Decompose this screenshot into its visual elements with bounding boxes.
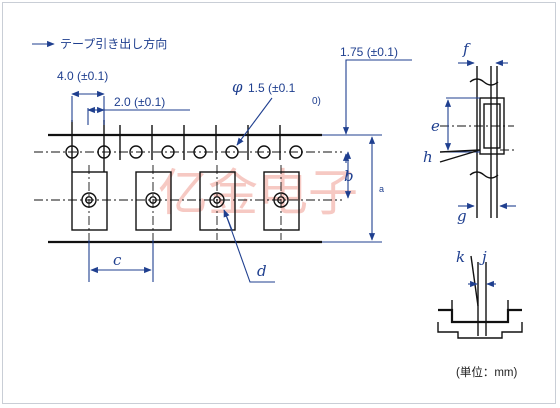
dim-f-label: f (462, 40, 471, 58)
sprocket-hole (225, 145, 239, 159)
dim-j-label: j (479, 248, 487, 266)
dim-a-label: a (379, 184, 384, 194)
tape-side-view (440, 66, 514, 218)
dim-c-label: c (113, 251, 122, 269)
dim-h-label: h (423, 148, 433, 166)
hole-dia-label: 1.5 (±0.1 (248, 81, 296, 95)
pitch-p0-label: 4.0 (±0.1) (57, 69, 108, 83)
sprocket-hole (289, 145, 303, 159)
tape-cross-section (437, 255, 523, 339)
unit-note: (単位：mm) (456, 365, 517, 379)
dim-b-label: b (344, 167, 354, 185)
dim-d-label: d (257, 262, 267, 280)
dim-k-label: k (456, 248, 465, 266)
direction-label: テープ引き出し方向 (60, 36, 167, 51)
sprocket-hole (65, 145, 79, 159)
sprocket-hole (257, 145, 271, 159)
edge-offset-label: 1.75 (±0.1) (340, 45, 398, 59)
hole-dia-lower: 0) (312, 96, 321, 107)
sprocket-hole (161, 145, 175, 159)
sprocket-holes (65, 145, 303, 159)
pocket-holes (81, 192, 289, 208)
watermark-text: 亿金电子 (158, 164, 358, 222)
carrier-tape (34, 120, 342, 244)
dim-g-label: g (457, 207, 467, 225)
pitch-p2-label: 2.0 (±0.1) (114, 95, 165, 109)
sprocket-hole (97, 145, 111, 159)
sprocket-hole (193, 145, 207, 159)
sprocket-hole (129, 145, 143, 159)
hole-dia-symbol: φ (232, 78, 243, 96)
dim-e-label: e (431, 117, 440, 135)
